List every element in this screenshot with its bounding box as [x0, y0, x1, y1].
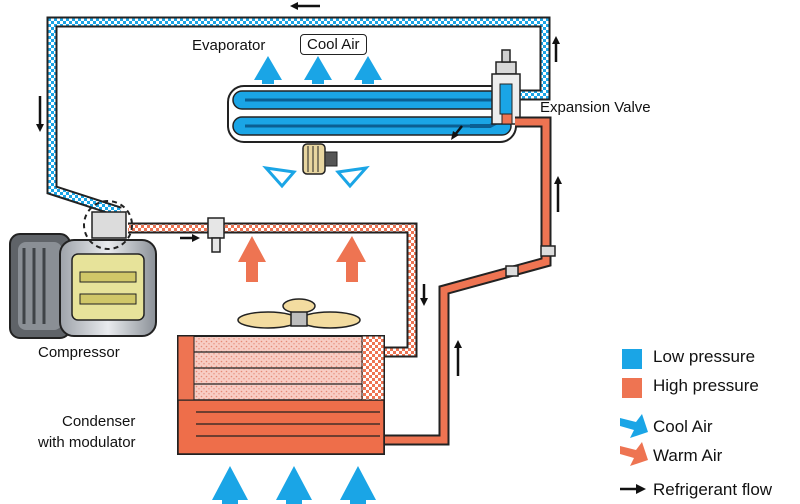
expansion-valve	[491, 49, 521, 125]
cool-air-arrow-icon	[620, 414, 648, 438]
compressor	[9, 200, 157, 339]
compressor-label: Compressor	[38, 344, 120, 361]
evaporator-label: Evaporator	[192, 37, 266, 54]
intake-air-arrows	[212, 466, 376, 504]
warm-air-arrow-icon	[620, 442, 648, 466]
cool-air-arrows	[254, 56, 382, 84]
cool-air-arrow-icon	[304, 56, 332, 84]
blower-intake-arrows	[262, 165, 370, 189]
condenser-fan	[237, 298, 361, 329]
warm-air-arrow-icon	[336, 236, 366, 282]
low-pressure-swatch	[622, 349, 642, 369]
legend-label: Refrigerant flow	[653, 480, 773, 499]
high-pressure-line	[384, 116, 556, 446]
cool-air-box-label: Cool Air	[300, 34, 367, 55]
cool-air-arrow-icon	[212, 466, 248, 504]
discharge-line	[128, 217, 418, 358]
legend-label: Warm Air	[653, 446, 723, 465]
cool-air-arrow-icon	[354, 56, 382, 84]
evaporator-blower	[302, 143, 338, 175]
condenser-modulator-label: with modulator	[38, 434, 136, 451]
cool-air-arrow-icon	[254, 56, 282, 84]
legend-icons	[620, 349, 648, 494]
legend-label: High pressure	[653, 376, 759, 395]
high-pressure-swatch	[622, 378, 642, 398]
cool-air-arrow-icon	[340, 466, 376, 504]
condenser-label: Condenser	[62, 413, 136, 430]
legend-label: Cool Air	[653, 417, 713, 436]
condenser	[177, 335, 385, 455]
warm-air-arrows	[238, 236, 366, 282]
expansion-valve-label: Expansion Valve	[540, 99, 651, 116]
low-pressure-line	[46, 16, 551, 218]
evaporator	[227, 85, 517, 143]
refrigerant-flow-arrows	[36, 2, 562, 376]
cool-air-arrow-icon	[276, 466, 312, 504]
warm-air-arrow-icon	[238, 236, 266, 282]
legend-label: Low pressure	[653, 347, 756, 366]
